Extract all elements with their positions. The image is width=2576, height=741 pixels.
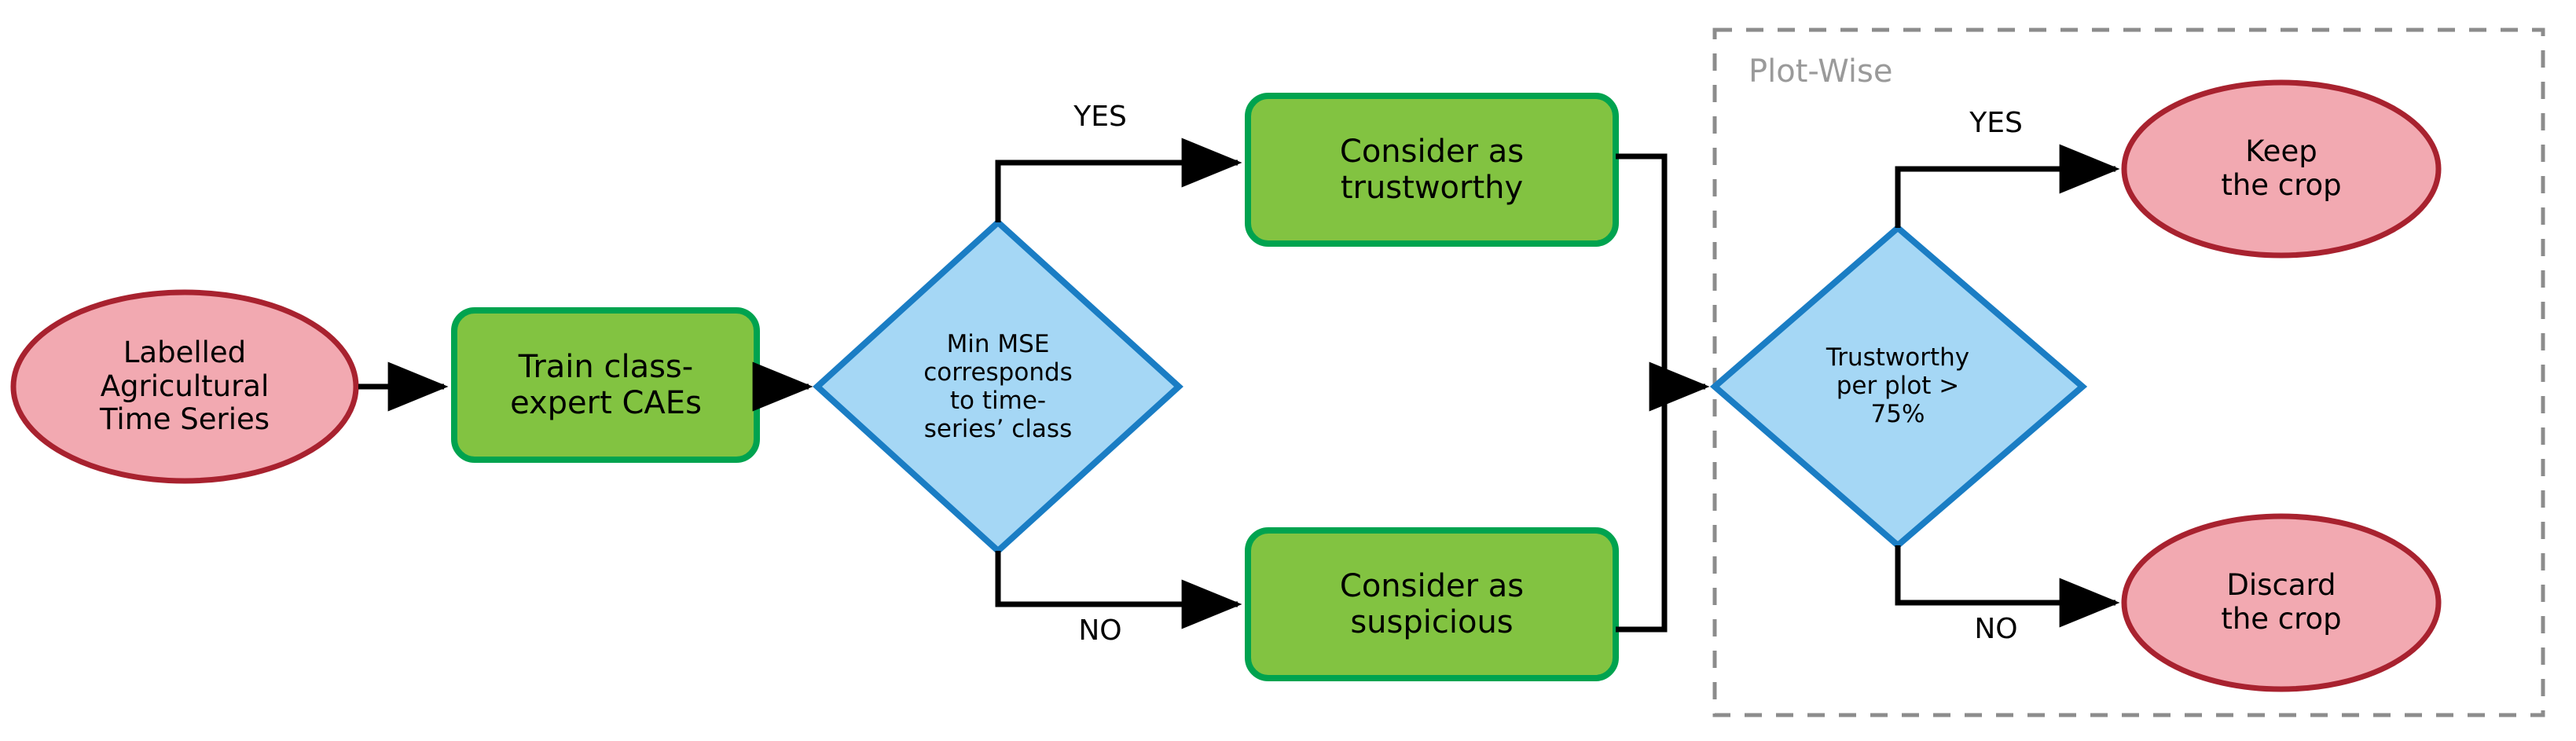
node-decision-plot[interactable] xyxy=(1709,223,2088,550)
edge-trustworthy-to-merge xyxy=(1616,153,1710,412)
node-consider-trustworthy[interactable] xyxy=(1245,93,1619,247)
node-decision-mse[interactable] xyxy=(813,218,1183,556)
node-discard-crop[interactable] xyxy=(2121,513,2442,692)
node-consider-suspicious[interactable] xyxy=(1245,527,1619,681)
node-train-caes[interactable] xyxy=(451,307,760,463)
edge-label-plot-no: NO xyxy=(1974,613,2018,645)
node-input-data[interactable] xyxy=(10,289,359,484)
edge-mse-no xyxy=(995,551,1242,629)
edge-label-plot-yes: YES xyxy=(1969,107,2023,139)
edge-suspicious-to-merge xyxy=(1616,387,1668,633)
edge-plot-no xyxy=(1895,545,2120,628)
edge-label-mse-yes: YES xyxy=(1073,101,1127,133)
edge-mse-yes xyxy=(995,138,1242,222)
plot-wise-group-border xyxy=(1712,28,2545,717)
plot-wise-group-title: Plot-Wise xyxy=(1749,53,1893,90)
edge-plot-yes xyxy=(1895,144,2120,228)
node-keep-crop[interactable] xyxy=(2121,79,2442,259)
edge-label-mse-no: NO xyxy=(1078,614,1122,647)
